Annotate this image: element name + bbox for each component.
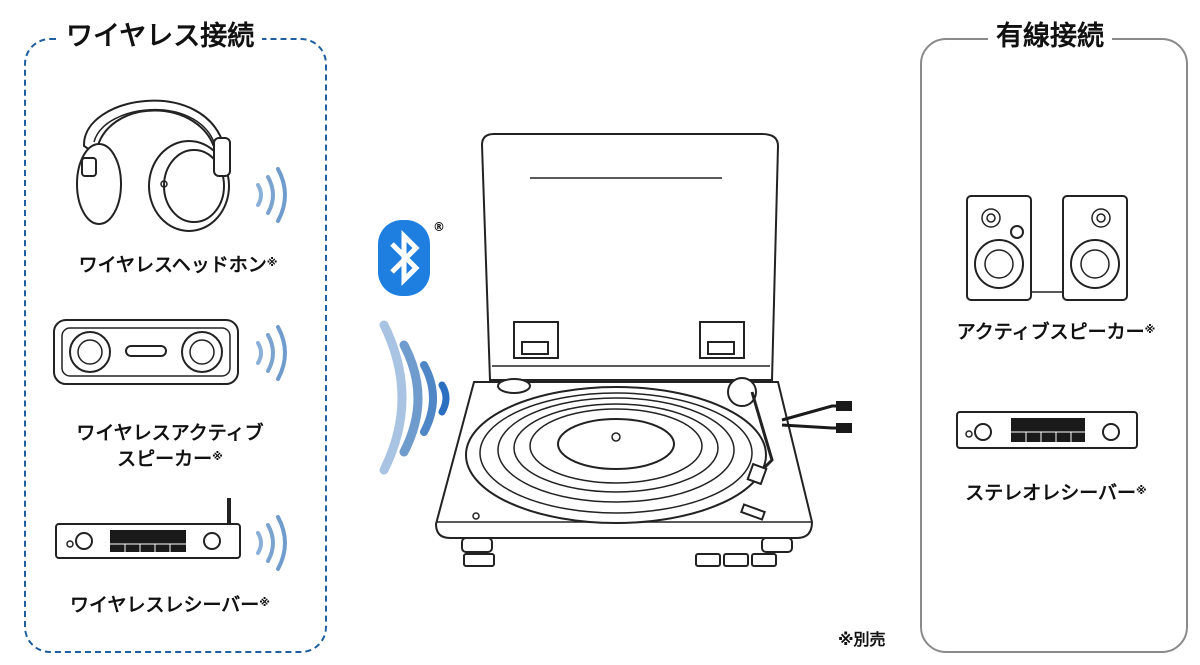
wireless-receiver-label: ワイヤレスレシーバー※ [70,594,270,616]
stereo-receiver-icon [956,411,1138,449]
signal-waves-icon [256,325,287,381]
active-speakers-icon [966,195,1128,301]
active-speaker-label: アクティブスピーカー※ [956,321,1156,343]
headphones-icon [76,99,231,232]
wireless-receiver-icon [55,498,241,559]
wireless-speaker-icon [53,319,239,385]
wireless-title: ワイヤレス接続 [58,20,263,54]
wireless-speaker-label: ワイヤレスアクティブスピーカー※ [76,422,264,470]
wired-group-frame [920,38,1188,653]
stereo-receiver-label: ステレオレシーバー※ [965,482,1147,504]
wired-title: 有線接続 [988,20,1112,54]
signal-waves-icon [256,167,287,223]
registered-mark: ® [433,220,445,234]
signal-waves-icon [379,320,450,475]
signal-waves-icon [256,515,287,571]
wireless-headphones-label: ワイヤレスヘッドホン※ [78,254,278,276]
turntable-icon [434,133,852,567]
sold-separately-note: ※別売 [838,630,886,649]
bluetooth-icon [378,220,430,296]
